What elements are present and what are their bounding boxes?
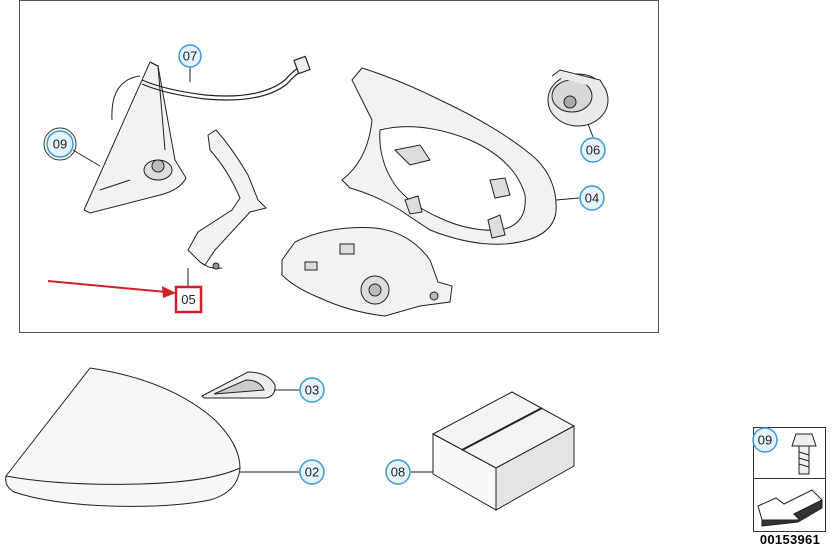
callout-06[interactable]: 06 xyxy=(580,137,606,163)
callout-label: 09 xyxy=(758,433,772,448)
housing-frame-part xyxy=(341,67,557,245)
arrow-icon xyxy=(757,489,823,527)
callout-02[interactable]: 02 xyxy=(299,459,325,485)
callout-04[interactable]: 04 xyxy=(579,185,605,211)
main-frame xyxy=(19,0,659,333)
callout-05[interactable]: 05 xyxy=(174,285,203,314)
callout-label: 07 xyxy=(183,49,197,64)
callout-label: 08 xyxy=(391,465,405,480)
screw-panel-frame xyxy=(753,427,826,532)
outer-cover-part xyxy=(5,367,241,507)
callout-07[interactable]: 07 xyxy=(178,44,202,68)
callout-09[interactable]: 09 xyxy=(43,127,77,161)
callout-label: 04 xyxy=(585,191,599,206)
callout-label: 06 xyxy=(586,143,600,158)
mirror-base-part xyxy=(83,61,187,214)
base-plate-part xyxy=(281,227,453,317)
package-box-part xyxy=(431,391,576,511)
cable-part xyxy=(141,55,311,101)
trim-piece-part xyxy=(201,371,276,399)
callout-09-side[interactable]: 09 xyxy=(752,427,778,453)
highlight-arrow xyxy=(47,280,176,298)
callout-label: 05 xyxy=(181,292,195,307)
callout-label: 03 xyxy=(305,383,319,398)
motor-part xyxy=(547,69,609,127)
leader-lines xyxy=(72,67,594,473)
callout-label: 02 xyxy=(305,465,319,480)
diagram-number: 00153961 xyxy=(759,532,821,547)
callout-03[interactable]: 03 xyxy=(299,377,325,403)
callout-label: 09 xyxy=(53,137,67,152)
callout-08[interactable]: 08 xyxy=(385,459,411,485)
trim-cover-part xyxy=(187,129,267,270)
screw-part xyxy=(791,433,817,475)
